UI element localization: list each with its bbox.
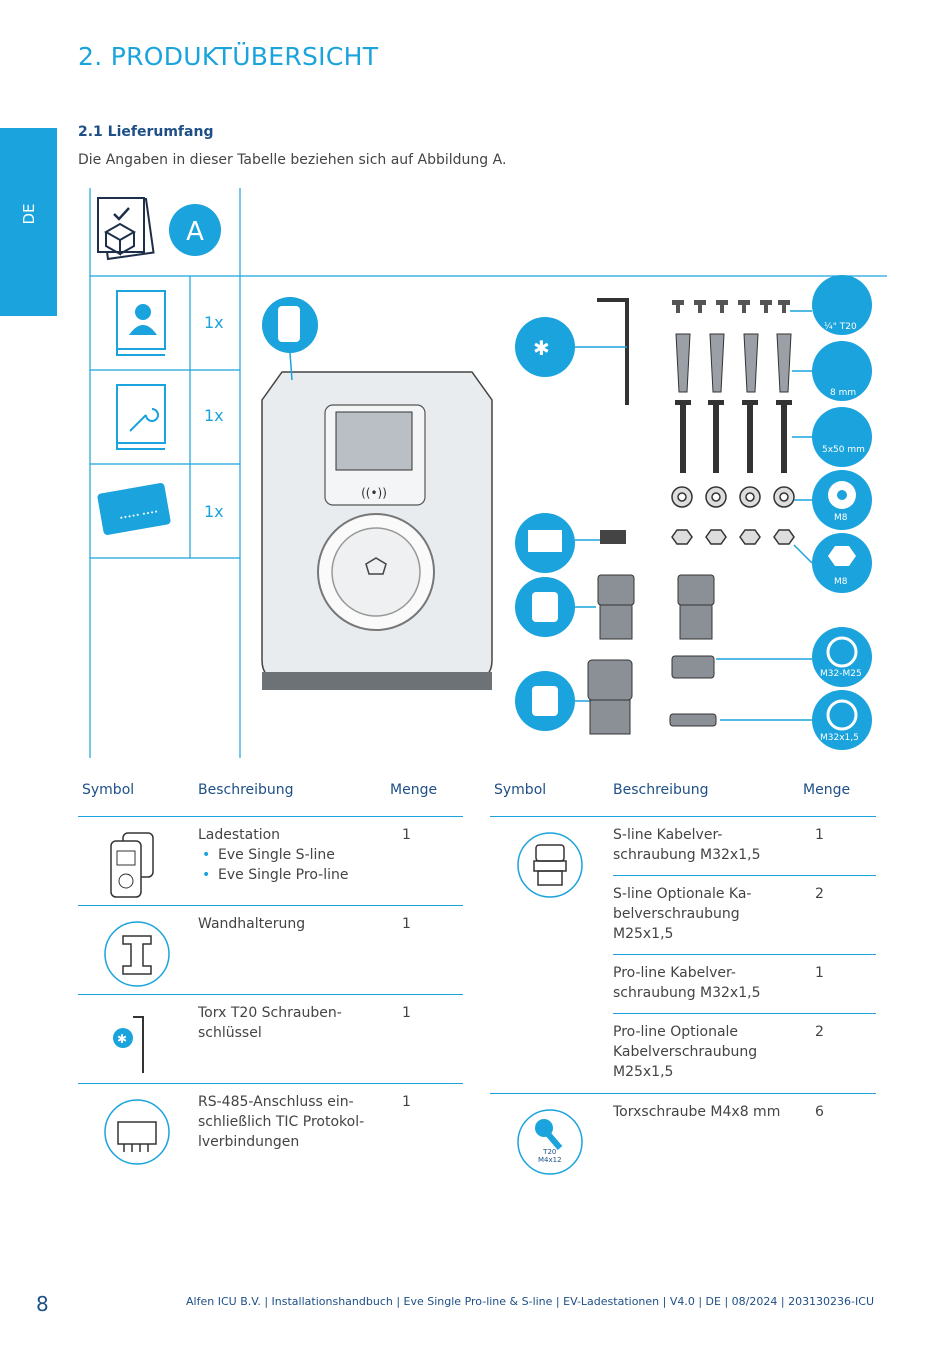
col-description: Beschreibung: [613, 782, 803, 817]
description-cell: Torxschraube M4x8 mm: [613, 1103, 781, 1120]
torx-key-callout-icon: [515, 317, 575, 377]
description-cell: Ladestation Eve Single S-line Eve Single…: [198, 816, 390, 906]
locknut-m32-m25-callout-icon: [716, 627, 872, 687]
parts-table-right: Symbol Beschreibung Menge S-line Kabelve…: [490, 782, 876, 1182]
qty-cell: 1: [390, 816, 463, 906]
variant-item: Eve Single Pro-line: [198, 865, 390, 885]
user-manual-book-icon: [116, 290, 166, 356]
package-contents-icon: [97, 197, 155, 261]
nut-callout-icon: [793, 533, 872, 593]
qty-cell: 2: [803, 1013, 876, 1094]
rs485-connector-icon: [104, 1098, 170, 1165]
torx-screw-icon-label: T20 M4x12: [538, 1147, 562, 1164]
qty-cell: 6: [815, 1103, 824, 1120]
description-cell: Wandhalterung: [198, 905, 390, 995]
locknut-m32-callout-icon: [720, 690, 872, 750]
station-callout-glyph: [278, 306, 300, 342]
description-cell: Pro-line Optionale Kabelverschraubung M2…: [613, 1013, 803, 1094]
rs485-callout-icon: [515, 513, 626, 573]
qty-cell: 1: [390, 905, 463, 995]
charging-station-icon: [110, 831, 154, 898]
washer-callout-icon: [794, 470, 872, 530]
table-row: T20 M4x12 Torxschraube M4x8 mm 6: [490, 1093, 876, 1182]
variant-item: Eve Single S-line: [198, 845, 390, 865]
screw-callout-icon: [790, 275, 872, 335]
symbol-cell: T20 M4x12: [490, 1093, 613, 1182]
page-number: 8: [36, 1292, 49, 1316]
user-manual-qty: 1x: [204, 313, 224, 332]
wood-screw-callout-icon: [792, 407, 872, 467]
col-symbol: Symbol: [78, 782, 198, 817]
table-row: Ladestation Eve Single S-line Eve Single…: [78, 816, 463, 906]
cable-glands-illustration: [587, 574, 717, 735]
figure-label-badge: [169, 204, 221, 256]
table-row: S-line Optionale Ka- belverschraubung M2…: [490, 875, 876, 955]
locknut-1-size-label: M32-M25: [820, 669, 862, 679]
description-cell: Torx T20 Schrauben- schlüssel: [198, 994, 390, 1084]
footer-text: Alfen ICU B.V. | Installationshandbuch |…: [186, 1295, 874, 1308]
installation-manual-book-icon: [116, 384, 166, 450]
language-tab: [0, 128, 57, 316]
figure-a: A ••••• •••• ((•)) ✱: [89, 188, 887, 758]
col-description: Beschreibung: [198, 782, 390, 817]
svg-text:✱: ✱: [117, 1032, 127, 1046]
table-row: ✱ Torx T20 Schrauben- schlüssel 1: [78, 994, 463, 1084]
nuts-row: [671, 529, 795, 545]
qty-cell: 2: [803, 875, 876, 955]
rfid-card-icon: ••••• ••••: [97, 483, 171, 535]
locknut-2-size-label: M32x1,5: [820, 733, 859, 743]
col-symbol: Symbol: [490, 782, 613, 817]
figure-grid: [89, 188, 887, 758]
torx-key-illustration: [597, 298, 629, 405]
symbol-cell: [78, 816, 198, 906]
variant-list: Eve Single S-line Eve Single Pro-line: [198, 845, 390, 885]
svg-text:✱: ✱: [533, 336, 550, 360]
qty-cell: 1: [803, 816, 876, 876]
cable-gland-icon: [517, 831, 583, 898]
section-title: 2.1 Lieferumfang: [78, 124, 214, 140]
col-qty: Menge: [390, 782, 463, 817]
washers-row: [671, 486, 795, 508]
qty-cell: 1: [390, 994, 463, 1084]
plug-size-label: 8 mm: [830, 388, 857, 398]
plug-callout-icon: [792, 341, 872, 401]
qty-cell: 1: [803, 954, 876, 1014]
table-row: RS-485-Anschluss ein- schließlich TIC Pr…: [78, 1083, 463, 1172]
description-cell: Pro-line Kabelver- schraubung M32x1,5: [613, 954, 803, 1014]
symbol-cell: [490, 816, 613, 1094]
table-row: Pro-line Optionale Kabelverschraubung M2…: [490, 1013, 876, 1094]
screws-row: [672, 300, 790, 313]
nut-size-label: M8: [834, 577, 848, 587]
section-intro: Die Angaben in dieser Tabelle beziehen s…: [78, 152, 507, 168]
cable-gland-callout-icon-1: [515, 577, 596, 637]
rfid-card-qty: 1x: [204, 502, 224, 521]
installation-manual-qty: 1x: [204, 406, 224, 425]
table-row: S-line Kabelver- schraubung M32x1,5 1: [490, 816, 876, 1094]
wood-screws-row: [675, 400, 792, 473]
col-qty: Menge: [803, 782, 876, 817]
description-cell: S-line Kabelver- schraubung M32x1,5: [613, 816, 803, 876]
screw-size-label: ¼" T20: [824, 322, 857, 332]
symbol-cell: ✱: [78, 994, 198, 1084]
parts-table-left: Symbol Beschreibung Menge Ladestation Ev…: [78, 782, 463, 1172]
description-cell: RS-485-Anschluss ein- schließlich TIC Pr…: [198, 1093, 365, 1150]
torx-key-icon: ✱: [113, 1015, 144, 1073]
page-title: 2. PRODUKTÜBERSICHT: [78, 42, 379, 71]
torx-screw-icon: [517, 1108, 583, 1175]
charging-station-illustration: ((•)): [261, 371, 493, 690]
description-text: Ladestation: [198, 826, 281, 843]
wall-bracket-icon: [104, 920, 170, 987]
symbol-cell: [78, 905, 198, 995]
wood-screw-size-label: 5x50 mm: [822, 445, 865, 455]
wall-plugs-row: [675, 333, 792, 393]
table-row: Wandhalterung 1: [78, 905, 463, 995]
washer-size-label: M8: [834, 513, 848, 523]
table-row: Pro-line Kabelver- schraubung M32x1,5 1: [490, 954, 876, 1014]
svg-text:((•)): ((•)): [361, 486, 387, 500]
figure-label: A: [186, 217, 204, 247]
cable-gland-callout-icon-2: [515, 671, 590, 731]
symbol-cell: [78, 1083, 198, 1172]
description-cell: S-line Optionale Ka- belverschraubung M2…: [613, 875, 803, 955]
qty-cell: 1: [402, 1093, 411, 1110]
